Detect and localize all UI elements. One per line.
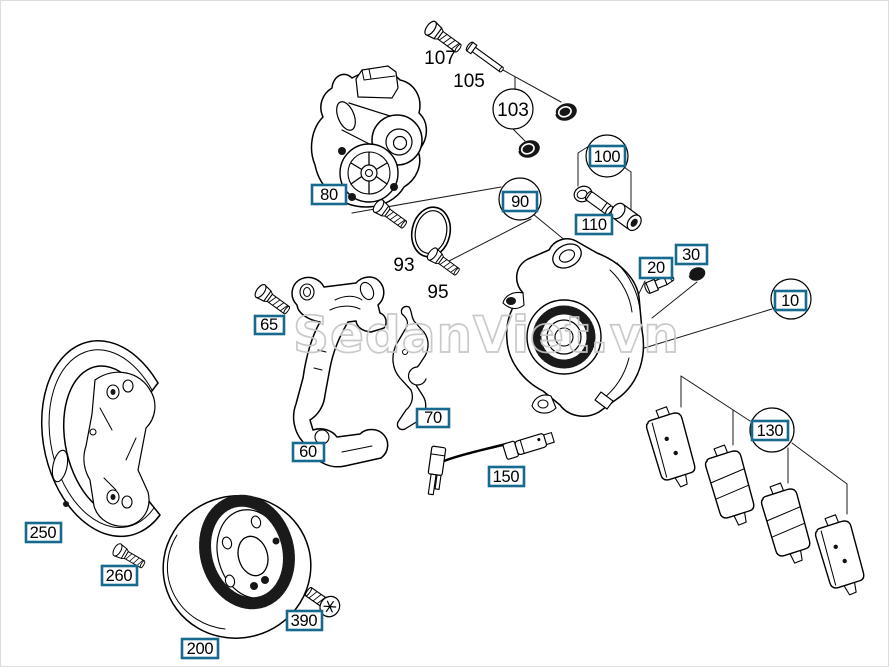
callout-box[interactable] [180, 637, 220, 660]
callout-box[interactable] [674, 243, 709, 266]
callout-label: 90 [511, 193, 529, 211]
part-pin-105 [465, 41, 504, 73]
callout-90[interactable]: 90 [498, 177, 542, 221]
callout-390[interactable]: 390 [285, 609, 324, 632]
watermark-text: SedanViet.vn [293, 306, 680, 364]
callout-107[interactable]: 107 [424, 48, 456, 69]
part-caliper-carrier-60 [291, 276, 389, 468]
callout-95[interactable]: 95 [427, 282, 448, 303]
callout-label: 93 [393, 255, 414, 276]
callout-label: 95 [427, 282, 448, 303]
callout-label: 105 [453, 71, 485, 92]
callout-box[interactable] [24, 521, 63, 544]
callout-250[interactable]: 250 [24, 521, 63, 544]
callout-box[interactable] [588, 144, 627, 168]
callout-label: 20 [647, 259, 665, 277]
callout-label: 250 [30, 524, 57, 542]
callout-105[interactable]: 105 [453, 71, 485, 92]
callout-150[interactable]: 150 [487, 465, 526, 488]
callout-circle[interactable] [492, 88, 534, 130]
callout-80[interactable]: 80 [310, 183, 348, 206]
part-dust-shield-250 [40, 340, 161, 538]
callout-label: 30 [682, 246, 700, 264]
part-bushing-100 [610, 202, 642, 232]
part-actuator-motor-80 [310, 65, 428, 208]
callout-box[interactable] [415, 407, 451, 429]
callout-label: 10 [781, 292, 799, 310]
callout-label: 60 [299, 443, 317, 461]
part-caliper-housing-10 [502, 238, 645, 417]
callout-label: 107 [424, 48, 456, 69]
callout-label: 150 [493, 468, 520, 486]
callout-box[interactable] [100, 564, 139, 587]
callout-box[interactable] [638, 256, 674, 280]
part-cap-30 [688, 267, 706, 281]
callout-200[interactable]: 200 [180, 637, 220, 660]
part-screw-390 [304, 586, 341, 618]
callout-box[interactable] [501, 190, 539, 213]
callout-box[interactable] [291, 441, 326, 463]
callout-label: 260 [106, 567, 133, 585]
callout-label: 110 [581, 216, 607, 234]
callout-110[interactable]: 110 [574, 213, 614, 236]
callout-10[interactable]: 10 [770, 278, 812, 320]
callout-130[interactable]: 130 [749, 407, 795, 453]
callout-70[interactable]: 70 [415, 407, 451, 429]
callout-box[interactable] [310, 183, 348, 206]
callout-93[interactable]: 93 [393, 255, 414, 276]
callouts: 107 105 103 100 110 80 90 93 [24, 48, 812, 660]
callout-label: 100 [594, 148, 621, 166]
callout-60[interactable]: 60 [291, 441, 326, 463]
callout-label: 390 [291, 612, 318, 630]
part-oring-93 [410, 206, 452, 258]
callout-label: 130 [757, 422, 784, 440]
callout-box[interactable] [487, 465, 526, 488]
callout-65[interactable]: 65 [253, 314, 286, 336]
callout-label: 70 [424, 409, 442, 427]
part-spring-clip-70 [392, 305, 429, 431]
callout-260[interactable]: 260 [100, 564, 139, 587]
callout-box[interactable] [285, 609, 324, 632]
callout-box[interactable] [253, 314, 286, 336]
callout-box[interactable] [574, 213, 614, 236]
callout-label: 65 [260, 316, 278, 334]
part-brake-disc-200 [162, 494, 312, 639]
callout-box[interactable] [750, 419, 790, 442]
callout-20[interactable]: 20 [638, 256, 674, 280]
callout-box[interactable] [773, 289, 808, 312]
callout-100[interactable]: 100 [585, 134, 629, 178]
callout-label: 200 [187, 640, 214, 658]
callout-label: 80 [320, 186, 338, 204]
callout-label: 103 [497, 100, 529, 121]
callout-30[interactable]: 30 [674, 243, 709, 266]
callout-103[interactable]: 103 [492, 88, 534, 130]
part-wear-sensor-150 [427, 432, 555, 496]
